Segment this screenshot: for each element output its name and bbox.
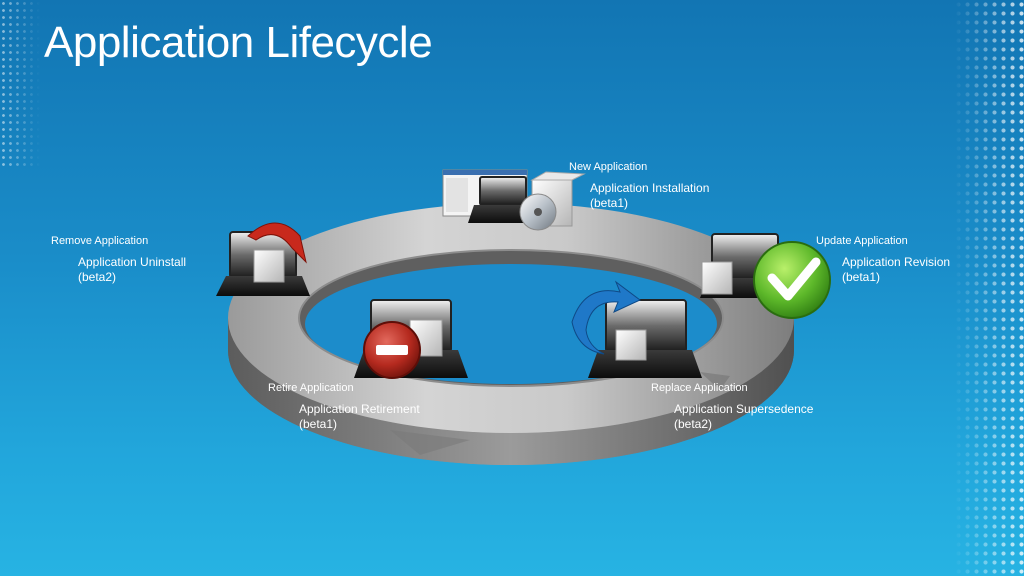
stage-description-update-application: Application Revision (beta1) [842, 255, 950, 285]
software-box-icon [615, 329, 647, 361]
stage-description-retire-application: Application Retirement (beta1) [299, 402, 420, 432]
stage-description-version: (beta2) [674, 417, 713, 431]
stage-label-new-application: New Application [569, 161, 648, 173]
stage-description-remove-application: Application Uninstall (beta2) [78, 255, 186, 285]
retire-application-laptop [354, 299, 468, 379]
stage-description-line: Application Revision [842, 255, 951, 269]
stage-label-replace-application: Replace Application [651, 382, 748, 394]
stage-description-version: (beta1) [299, 417, 338, 431]
stage-description-line: Application Uninstall [78, 255, 187, 269]
slide-title: Application Lifecycle [44, 18, 433, 67]
stage-description-line: Application Retirement [299, 402, 420, 416]
stage-description-version: (beta1) [590, 196, 629, 210]
supersede-arrow-icon [571, 280, 641, 355]
stage-description-line: Application Supersedence [674, 402, 814, 416]
replace-application-laptop [571, 280, 702, 378]
decorative-dot-pattern-right [954, 0, 1024, 576]
remove-application-laptop [216, 222, 310, 296]
new-application-laptop [442, 169, 586, 231]
stage-description-replace-application: Application Supersedence (beta2) [674, 402, 813, 432]
software-box-icon [701, 261, 733, 295]
stage-label-retire-application: Retire Application [268, 382, 354, 394]
checkmark-icon [753, 241, 831, 319]
stage-description-line: Application Installation [590, 181, 710, 195]
stage-label-update-application: Update Application [816, 235, 908, 247]
stage-description-version: (beta1) [842, 270, 881, 284]
uninstall-arrow-icon [247, 222, 307, 264]
decorative-dot-pattern-left [0, 0, 40, 170]
software-box-icon [253, 249, 285, 283]
update-application-laptop [700, 233, 831, 319]
stage-description-new-application: Application Installation (beta1) [590, 181, 709, 211]
stage-label-remove-application: Remove Application [51, 235, 149, 247]
stage-description-version: (beta2) [78, 270, 117, 284]
